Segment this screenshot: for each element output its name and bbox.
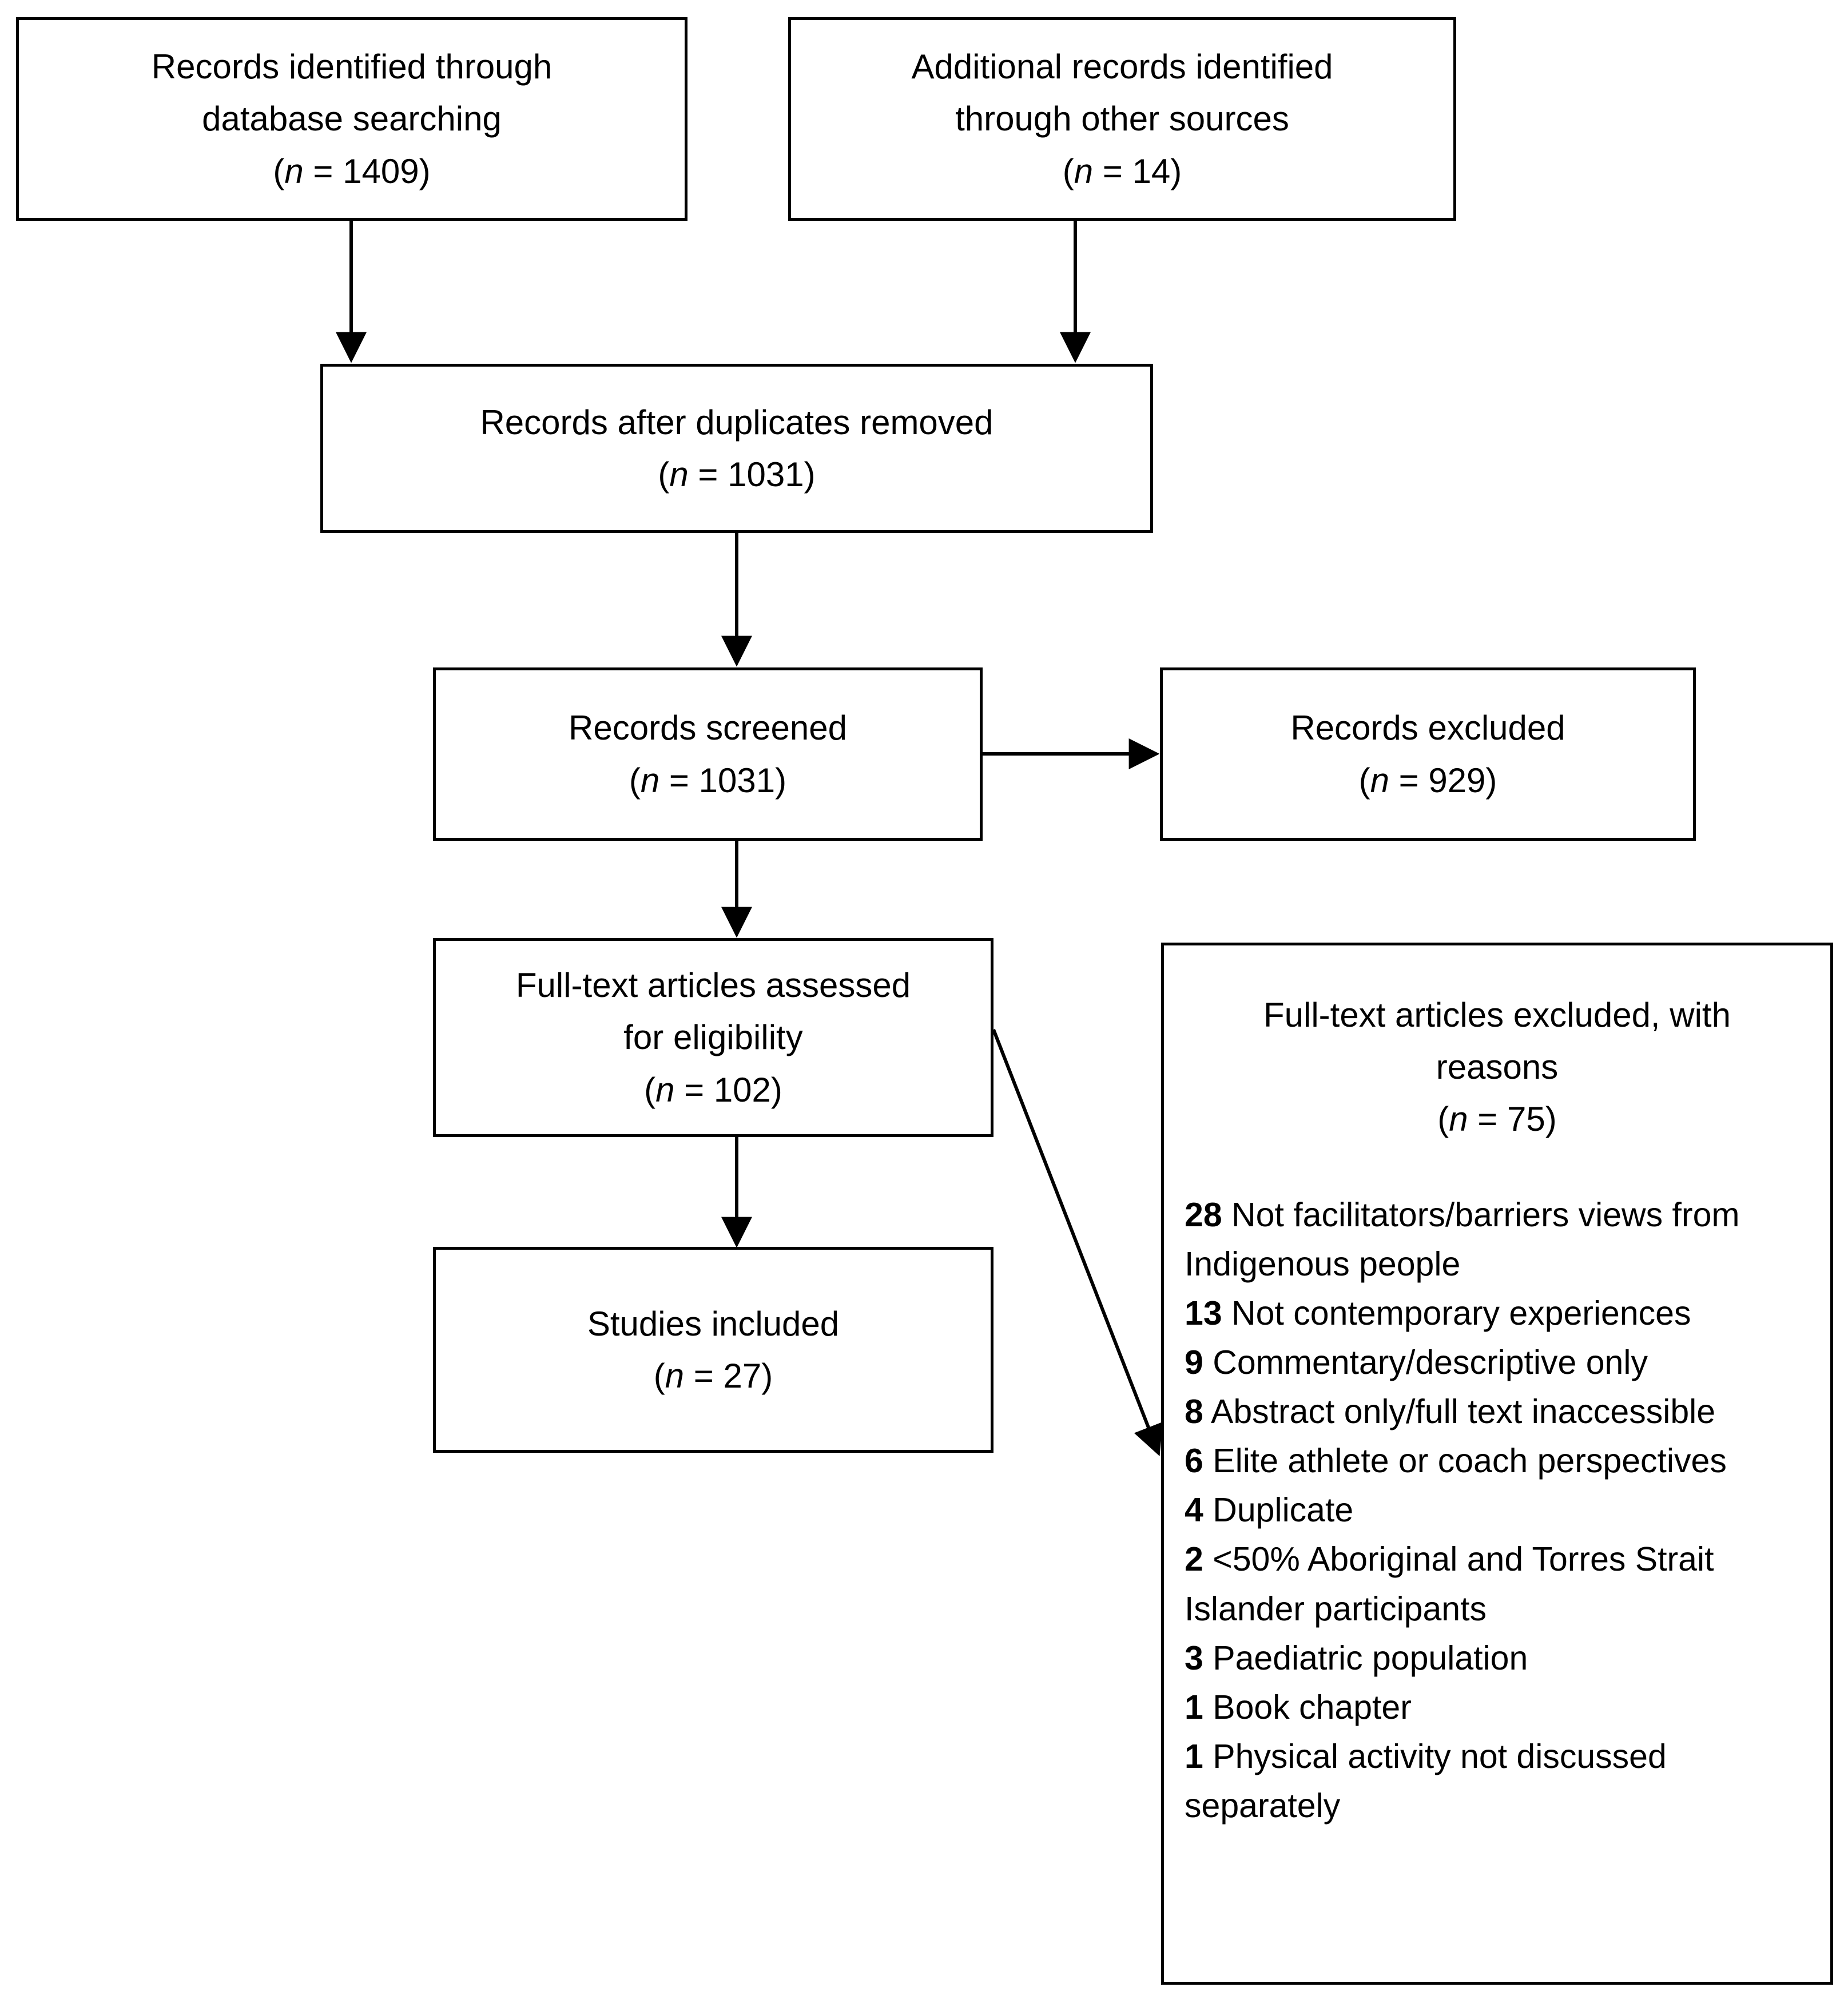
line-1: Records after duplicates removed [480,403,993,442]
reason-text: Commentary/descriptive only [1213,1343,1648,1381]
arrow-fulltext-to-excluded-reasons [992,1028,1163,1456]
box-additional-records-other-sources-text: Additional records identified through ot… [903,41,1341,197]
exclusion-reason-item: 8 Abstract only/full text inaccessible [1185,1387,1810,1436]
box-records-identified-database: Records identified through database sear… [16,17,687,221]
reason-text: <50% Aboriginal and Torres Strait Island… [1185,1540,1714,1628]
line-1: Records screened [569,709,847,748]
line-2: through other sources [955,100,1289,138]
reason-count: 4 [1185,1491,1203,1529]
line-2: database searching [202,100,502,138]
reason-text: Abstract only/full text inaccessible [1210,1393,1716,1431]
reason-count: 13 [1185,1294,1222,1332]
count-label: (n = 929) [1358,761,1497,800]
exclusion-reason-item: 4 Duplicate [1185,1485,1810,1535]
exclusion-reason-item: 6 Elite athlete or coach perspectives [1185,1436,1810,1485]
box-records-after-duplicates-removed: Records after duplicates removed (n = 10… [320,364,1153,533]
exclusion-reasons-list: 28 Not facilitators/barriers views from … [1164,1190,1830,1831]
reason-count: 6 [1185,1442,1203,1480]
exclusion-reason-item: 28 Not facilitators/barriers views from … [1185,1190,1810,1289]
line-1: Records identified through [151,47,553,86]
box-records-identified-database-text: Records identified through database sear… [144,41,560,197]
line-1: Studies included [587,1304,840,1343]
box-records-screened: Records screened (n = 1031) [433,667,983,841]
box-records-excluded: Records excluded (n = 929) [1160,667,1696,841]
reason-count: 1 [1185,1688,1203,1726]
reason-count: 9 [1185,1343,1203,1381]
count-label: (n = 1031) [658,455,816,494]
exclusion-reason-item: 9 Commentary/descriptive only [1185,1338,1810,1387]
line-2: for eligibility [623,1018,803,1057]
line-1: Records excluded [1290,709,1565,748]
reason-text: Not contemporary experiences [1231,1294,1691,1332]
reason-text: Physical activity not discussed separate… [1185,1737,1667,1825]
exclusion-reason-item: 1 Book chapter [1185,1683,1810,1732]
count-label: (n = 102) [644,1070,782,1109]
reason-count: 28 [1185,1195,1222,1234]
count-label: (n = 1409) [273,152,431,190]
box-additional-records-other-sources: Additional records identified through ot… [788,17,1456,221]
box-studies-included-text: Studies included (n = 27) [579,1298,847,1402]
reason-text: Duplicate [1213,1491,1354,1529]
box-fulltext-excluded-with-reasons: Full-text articles excluded, with reason… [1161,943,1833,1985]
reason-text: Elite athlete or coach perspectives [1213,1442,1727,1480]
exclusion-reason-item: 2 <50% Aboriginal and Torres Strait Isla… [1185,1535,1810,1633]
box-studies-included: Studies included (n = 27) [433,1247,993,1453]
line-1: Full-text articles excluded, with [1263,996,1731,1034]
reason-text: Book chapter [1213,1688,1412,1726]
line-1: Additional records identified [911,47,1333,86]
box-fulltext-excluded-header: Full-text articles excluded, with reason… [1164,945,1830,1146]
reason-count: 8 [1185,1393,1203,1431]
reason-text: Paediatric population [1213,1639,1528,1677]
line-1: Full-text articles assessed [515,966,911,1005]
reason-count: 1 [1185,1737,1203,1775]
box-records-screened-text: Records screened (n = 1031) [561,702,855,806]
exclusion-reason-item: 1 Physical activity not discussed separa… [1185,1732,1810,1830]
box-fulltext-assessed-eligibility-text: Full-text articles assessed for eligibil… [508,959,919,1116]
count-label: (n = 75) [1437,1100,1557,1139]
reason-count: 3 [1185,1639,1203,1677]
count-label: (n = 27) [653,1357,773,1395]
exclusion-reason-item: 3 Paediatric population [1185,1634,1810,1683]
reason-text: Not facilitators/barriers views from Ind… [1185,1195,1740,1283]
box-records-excluded-text: Records excluded (n = 929) [1282,702,1573,806]
exclusion-reason-item: 13 Not contemporary experiences [1185,1289,1810,1338]
box-fulltext-assessed-eligibility: Full-text articles assessed for eligibil… [433,938,993,1137]
count-label: (n = 14) [1062,152,1182,190]
line-2: reasons [1436,1048,1559,1087]
reason-count: 2 [1185,1540,1203,1579]
box-records-after-duplicates-removed-text: Records after duplicates removed (n = 10… [472,396,1001,500]
count-label: (n = 1031) [629,761,787,800]
